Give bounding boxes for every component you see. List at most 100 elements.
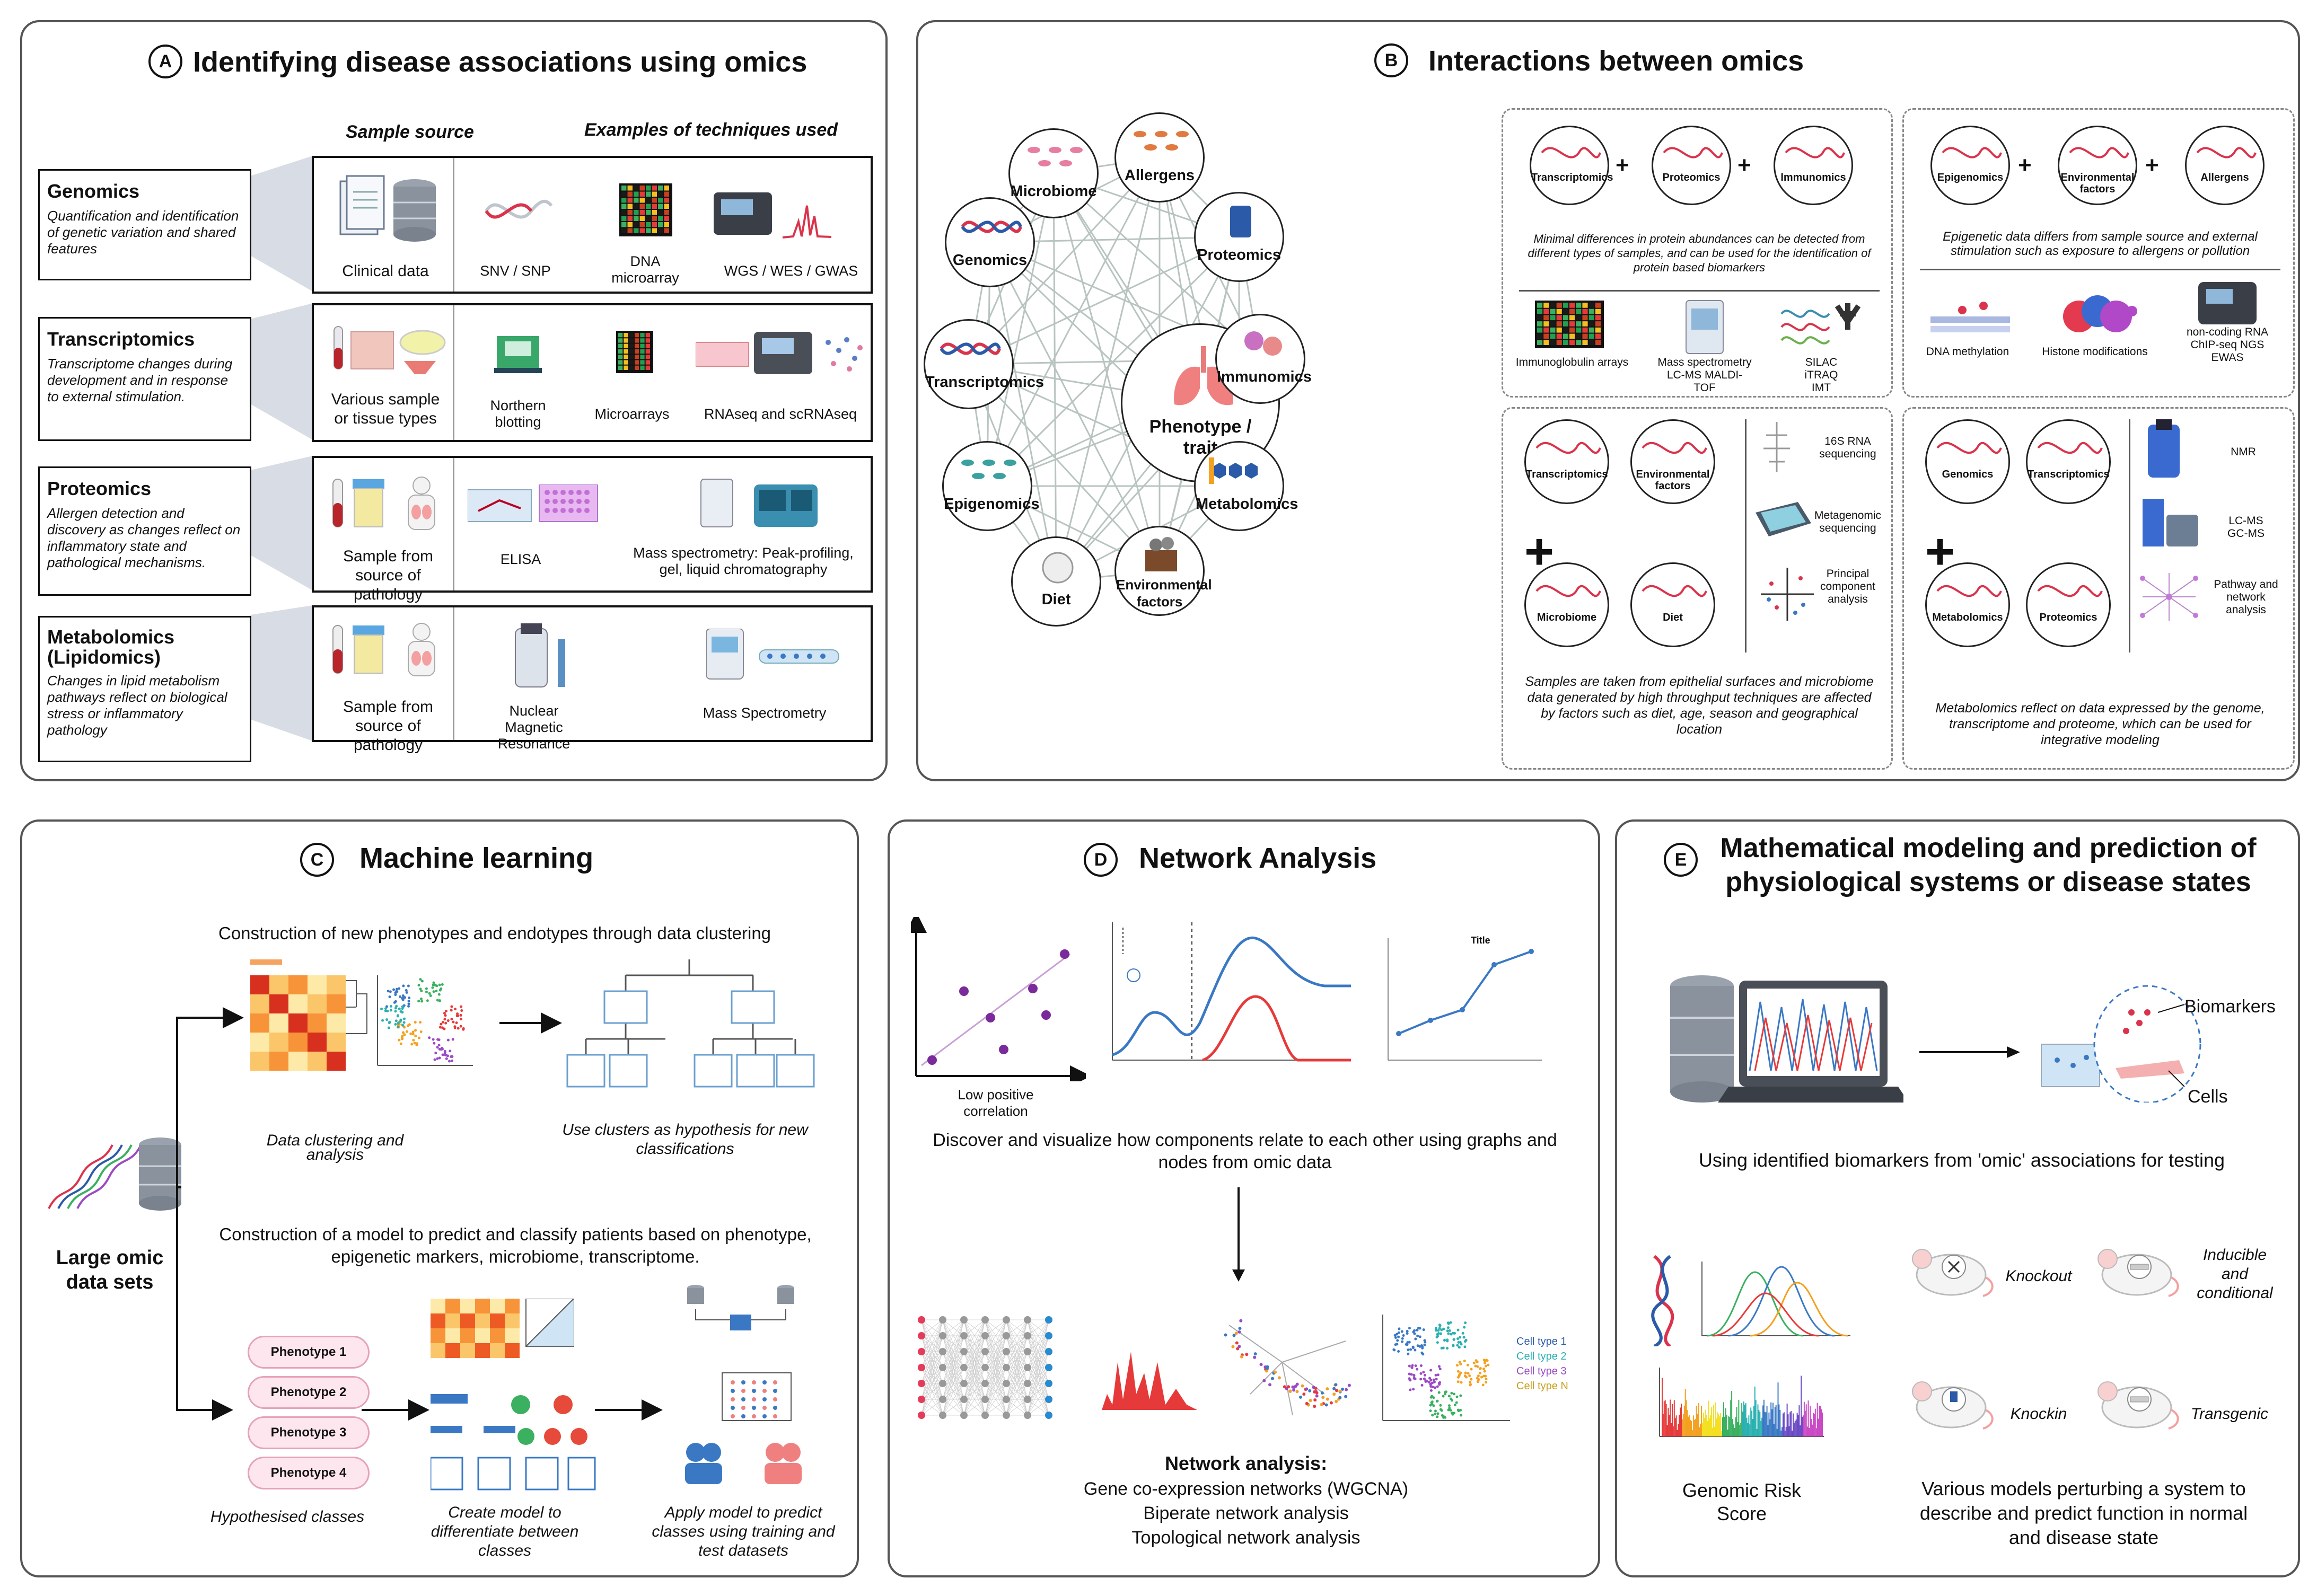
model-label: Inducible and conditional bbox=[2197, 1246, 2273, 1302]
dna-gaussian-icon bbox=[1651, 1255, 1850, 1346]
node-icon bbox=[940, 342, 1001, 355]
item-icon bbox=[2069, 147, 2129, 158]
box-item-genomics: Genomics bbox=[1925, 419, 2010, 504]
network-description: Discover and visualize how components re… bbox=[933, 1130, 1557, 1172]
16s-rna-icon bbox=[1763, 422, 1790, 472]
plus: + bbox=[1737, 152, 1751, 178]
col-techniques: Examples of techniques used bbox=[584, 120, 838, 140]
network-heading: Network analysis: bbox=[1164, 1452, 1328, 1474]
neural-network-icon bbox=[918, 1316, 1052, 1419]
cells-label: Cells bbox=[2188, 1087, 2228, 1107]
models-text: Various models perturbing a system to de… bbox=[1919, 1478, 2248, 1548]
tech-mass-spectrometry: Mass Spectrometry bbox=[703, 705, 827, 721]
model-label: Transgenic bbox=[2190, 1405, 2269, 1423]
omic-transcriptomics: Transcriptomics Transcriptome changes du… bbox=[38, 317, 251, 441]
item-icon bbox=[2037, 585, 2103, 597]
panel-d: D Network Analysis Low positive correlat… bbox=[888, 819, 1600, 1577]
mouse-icon bbox=[2097, 1381, 2179, 1430]
pca-icon bbox=[1761, 568, 1814, 621]
panel-b: B Interactions between omics Phenotype /… bbox=[916, 20, 2300, 781]
transcriptomics-source: Various sample or tissue types bbox=[331, 391, 440, 427]
panel-a-letter: A bbox=[148, 45, 182, 78]
plus: + bbox=[2145, 152, 2159, 178]
box-item-transcriptomics: Transcriptomics bbox=[2026, 419, 2111, 504]
node-microbiome: Microbiome bbox=[1008, 128, 1099, 218]
plus: + bbox=[1616, 152, 1629, 178]
snv-icon bbox=[485, 199, 552, 219]
row-proteomics: Sample from source of pathology ELISA Ma… bbox=[312, 456, 873, 603]
right-arrow-e bbox=[1919, 1046, 2020, 1058]
immunoglobulin-array-icon bbox=[1535, 301, 1604, 348]
node-transcriptomics: Transcriptomics bbox=[924, 319, 1044, 409]
node-icon bbox=[961, 460, 1016, 479]
mouse-icon bbox=[1912, 1249, 1994, 1297]
item-icon bbox=[1642, 585, 1707, 597]
panel-d-title: Network Analysis bbox=[1139, 842, 1377, 874]
row-genomics: Clinical data SNV / SNP DNA microarray W… bbox=[312, 156, 873, 294]
down-arrow-d bbox=[1232, 1187, 1245, 1282]
box-item-metabolomics: Metabolomics bbox=[1925, 562, 2010, 647]
plus: + bbox=[2018, 152, 2032, 178]
cell-type-plot bbox=[1382, 1315, 1510, 1421]
microarray2-icon bbox=[616, 331, 653, 373]
lcms-icon bbox=[2143, 499, 2198, 546]
tech-rnaseq: RNAseq and scRNAseq bbox=[704, 406, 857, 422]
line-chart-title-text: Title bbox=[1471, 935, 1490, 946]
box-item-allergens: Allergens bbox=[2185, 126, 2265, 205]
biomarkers-label: Biomarkers bbox=[2184, 997, 2276, 1017]
metagenomic-icon bbox=[1756, 502, 1811, 536]
node-immunomics: Immunomics bbox=[1215, 314, 1312, 404]
ngs-icon bbox=[2198, 282, 2257, 324]
panel-e: E Mathematical modeling and prediction o… bbox=[1615, 819, 2300, 1577]
clustering-heatmap-icon bbox=[250, 959, 367, 1071]
hierarchy-icon bbox=[566, 959, 815, 1088]
metabolomics-source: Sample from source of pathology bbox=[343, 698, 434, 754]
panel-c-title: Machine learning bbox=[359, 842, 594, 874]
node-icon bbox=[1028, 147, 1083, 166]
dna-methylation-icon bbox=[1930, 302, 2010, 332]
node-genomics: Genomics bbox=[945, 197, 1035, 287]
panel-a-title: Identifying disease associations using o… bbox=[193, 46, 808, 78]
plus-sign-4: + bbox=[1925, 523, 1955, 580]
computer-icon bbox=[1670, 975, 1903, 1103]
genomics-source: Clinical data bbox=[342, 262, 429, 280]
nmr-b-icon bbox=[2148, 419, 2180, 478]
tech-elisa: ELISA bbox=[500, 551, 541, 567]
box-item-diet: Diet bbox=[1630, 562, 1715, 647]
panel-e-letter: E bbox=[1664, 843, 1698, 877]
item-icon bbox=[1642, 442, 1707, 454]
box-item-environmental-factors: Environmental factors bbox=[2058, 126, 2137, 205]
elisa-icon bbox=[468, 484, 598, 522]
node-metabolomics: Metabolomics bbox=[1194, 441, 1298, 531]
mass-spec-box1-icon bbox=[1686, 300, 1724, 354]
box-item-environmental-factors: Environmental factors bbox=[1630, 419, 1715, 504]
panel-c-letter: C bbox=[300, 843, 334, 877]
mass-spec-icon bbox=[700, 479, 818, 527]
flow-arrows-c bbox=[176, 1007, 663, 1421]
network-item: Gene co-expression networks (WGCNA) bbox=[1083, 1479, 1409, 1499]
item-icon bbox=[1541, 147, 1601, 158]
nmr-icon bbox=[515, 623, 565, 687]
model-heading: Construction of a model to predict and c… bbox=[219, 1224, 812, 1266]
silac-icon bbox=[1780, 303, 1861, 345]
node-epigenomics: Epigenomics bbox=[942, 441, 1040, 531]
expression-curve-plot bbox=[1112, 922, 1351, 1062]
box-item-microbiome: Microbiome bbox=[1524, 562, 1609, 647]
col-sample-source: Sample source bbox=[346, 122, 474, 142]
correlation-scatter bbox=[911, 917, 1086, 1081]
item-icon bbox=[1663, 147, 1723, 158]
phenotype-pill: Phenotype 2 bbox=[248, 1376, 370, 1409]
tsne-plot-icon bbox=[377, 975, 473, 1066]
panel-a: A Identifying disease associations using… bbox=[20, 20, 888, 781]
pathway-icon bbox=[2140, 573, 2198, 621]
node-allergens: Allergens bbox=[1114, 112, 1205, 202]
spectrum-icon bbox=[1091, 1352, 1213, 1410]
row-transcriptomics: Various sample or tissue types Northern … bbox=[312, 303, 873, 442]
rnaseq-icon bbox=[696, 332, 863, 374]
large-data-icon bbox=[48, 1138, 181, 1211]
item-icon bbox=[1936, 585, 2002, 597]
item-icon bbox=[1535, 442, 1601, 454]
clustering-heading: Construction of new phenotypes and endot… bbox=[218, 923, 771, 943]
histone-icon bbox=[2063, 295, 2137, 332]
